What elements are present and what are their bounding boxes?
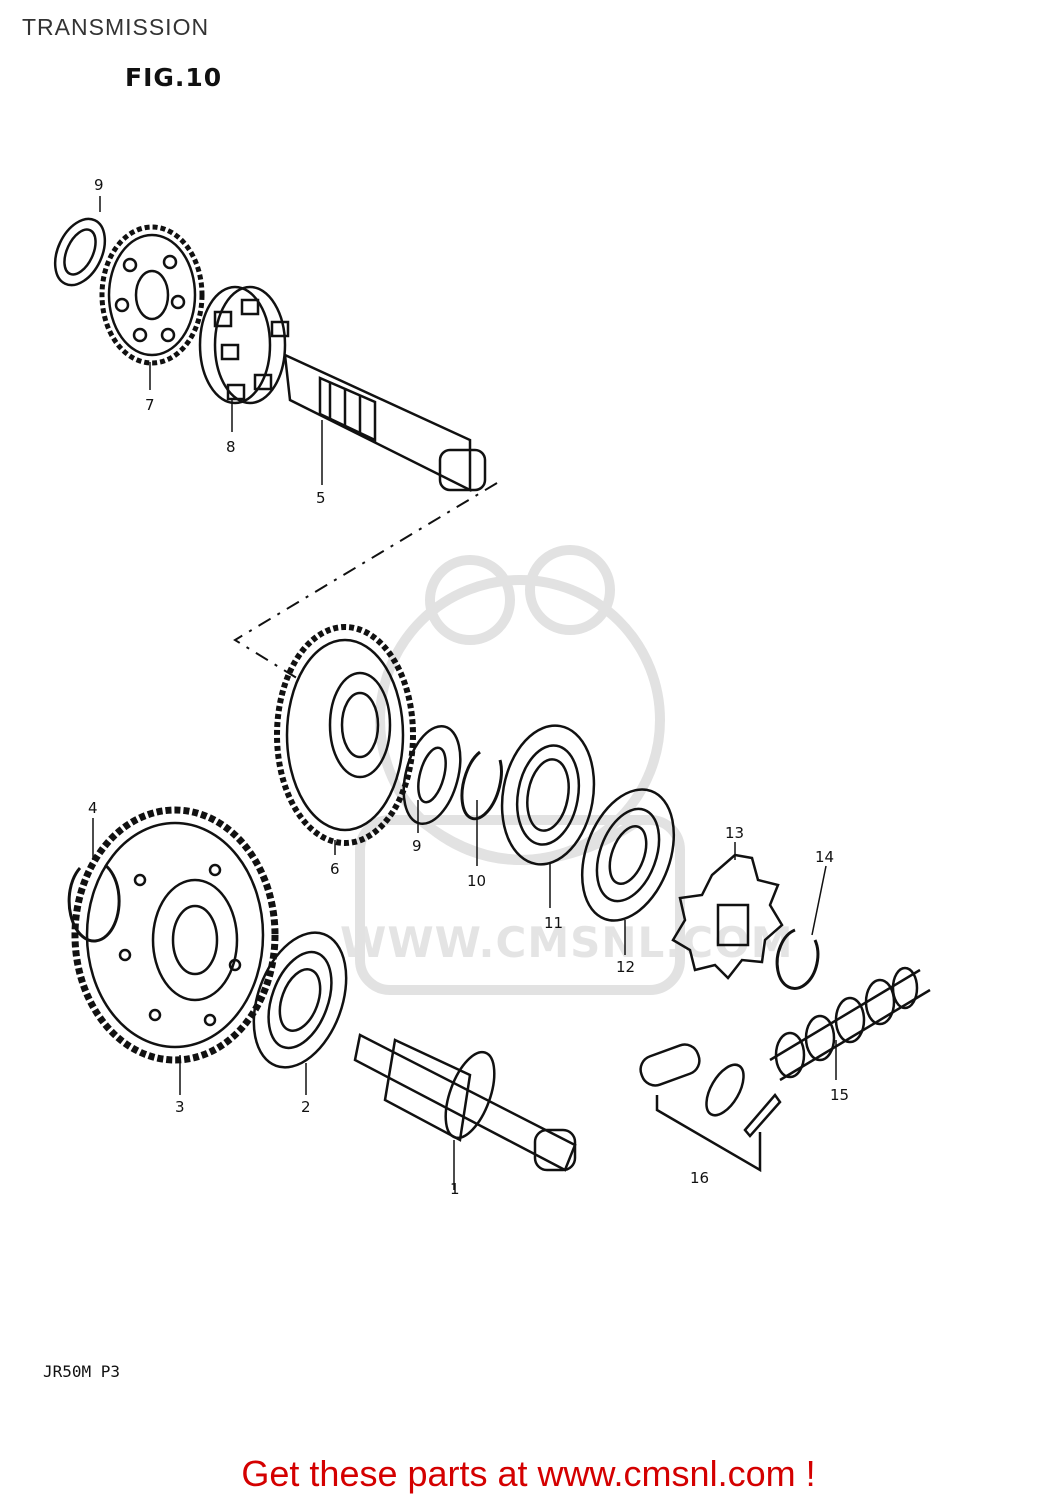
part-label: 3 [175, 1098, 185, 1116]
part-label: 12 [616, 958, 635, 976]
leader-lines [92, 196, 837, 1190]
part-14-circlip[interactable] [775, 928, 820, 990]
part-label: 11 [544, 914, 563, 932]
part-7-gear[interactable] [99, 224, 205, 366]
part-label: 10 [467, 872, 486, 890]
part-label: 13 [725, 824, 744, 842]
part-9-washer[interactable] [45, 211, 114, 293]
part-label: 14 [815, 848, 834, 866]
part-5-shaft[interactable] [283, 352, 487, 493]
part-label: 2 [301, 1098, 311, 1116]
model-code: JR50M P3 [43, 1362, 121, 1381]
figure-label: FIG.10 [125, 63, 223, 92]
part-11-bearing[interactable] [492, 718, 605, 872]
part-label: 9 [412, 837, 422, 855]
part-1-drive-shaft[interactable] [353, 1033, 577, 1172]
part-label: 4 [88, 799, 98, 817]
part-15-chain[interactable] [769, 966, 931, 1082]
part-3-large-gear[interactable] [71, 806, 279, 1064]
part-label: 8 [226, 438, 236, 456]
part-2-bearing[interactable] [237, 920, 364, 1080]
part-label: 1 [450, 1180, 460, 1198]
part-label: 5 [316, 489, 326, 507]
part-10-circlip[interactable] [460, 750, 503, 821]
assembly-connector-line [233, 482, 498, 681]
part-12-oil-seal[interactable] [565, 777, 690, 934]
cta-link[interactable]: Get these parts at www.cmsnl.com ! [241, 1453, 816, 1494]
part-number-labels: 9 7 8 5 6 9 10 11 12 13 14 15 16 4 3 2 1 [88, 176, 849, 1198]
part-13-sprocket[interactable] [671, 853, 784, 980]
part-label: 16 [690, 1169, 709, 1187]
part-6-gear[interactable] [274, 624, 416, 846]
page-title: TRANSMISSION [22, 14, 210, 40]
part-9-washer-lower[interactable] [394, 720, 470, 830]
part-label: 15 [830, 1086, 849, 1104]
part-label: 7 [145, 396, 155, 414]
part-8-dog-clutch[interactable] [198, 285, 290, 405]
part-16-chain-joint[interactable] [637, 1041, 782, 1173]
part-label: 6 [330, 860, 340, 878]
part-4-circlip[interactable] [67, 863, 121, 943]
part-label: 9 [94, 176, 104, 194]
